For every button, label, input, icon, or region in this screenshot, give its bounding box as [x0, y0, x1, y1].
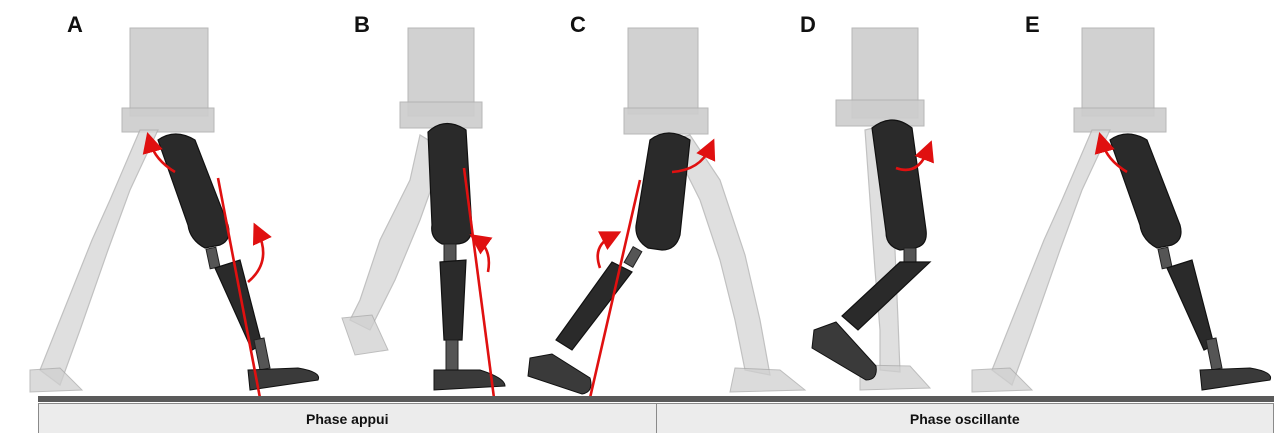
contralateral-leg-a — [40, 130, 158, 385]
knee-moment-arrow-c — [598, 236, 612, 268]
figure-c — [528, 28, 805, 398]
pelvis-c — [624, 108, 708, 134]
figure-d — [812, 28, 930, 390]
figure-e — [972, 28, 1271, 392]
phase-table: Phase appui Phase oscillante — [38, 403, 1274, 433]
ground-line — [38, 396, 1274, 402]
knee-moment-arrow-a — [248, 232, 263, 282]
figure-a — [30, 28, 319, 398]
torso-a — [130, 28, 208, 116]
prosthetic-shank-b — [440, 260, 466, 340]
prosthetic-pylon-b — [446, 340, 458, 370]
prosthetic-shank-e — [1167, 260, 1214, 350]
prosthetic-socket-e — [1110, 134, 1181, 248]
prosthetic-knee-e — [1158, 247, 1172, 269]
prosthetic-pylon-a — [254, 338, 270, 370]
contralateral-foot-c — [730, 368, 805, 392]
prosthetic-pylon-e — [1206, 338, 1222, 370]
prosthetic-knee-b — [444, 244, 456, 262]
prosthetic-foot-b — [434, 370, 505, 390]
pelvis-e — [1074, 108, 1166, 132]
prosthetic-knee-d — [904, 248, 916, 262]
ground-reaction-vector-b — [464, 168, 494, 398]
prosthetic-socket-c — [636, 133, 690, 250]
contralateral-foot-b — [342, 315, 388, 355]
contralateral-leg-e — [992, 130, 1110, 385]
gait-illustration — [0, 0, 1274, 400]
knee-moment-arrow-b — [478, 240, 489, 272]
contralateral-foot-a — [30, 368, 82, 392]
prosthetic-socket-a — [158, 134, 229, 248]
prosthetic-foot-d — [812, 322, 876, 380]
prosthetic-shank-c — [556, 262, 632, 350]
torso-e — [1082, 28, 1154, 116]
figure-b — [342, 28, 505, 398]
phase-swing-cell: Phase oscillante — [656, 404, 1274, 433]
pelvis-a — [122, 108, 214, 132]
phase-stance-cell: Phase appui — [38, 404, 656, 433]
prosthetic-knee-a — [206, 247, 220, 269]
pelvis-d — [836, 100, 924, 126]
prosthetic-knee-c — [624, 247, 642, 268]
torso-c — [628, 28, 698, 114]
contralateral-foot-e — [972, 368, 1032, 392]
prosthetic-foot-c — [528, 354, 591, 394]
prosthetic-foot-e — [1200, 368, 1271, 390]
